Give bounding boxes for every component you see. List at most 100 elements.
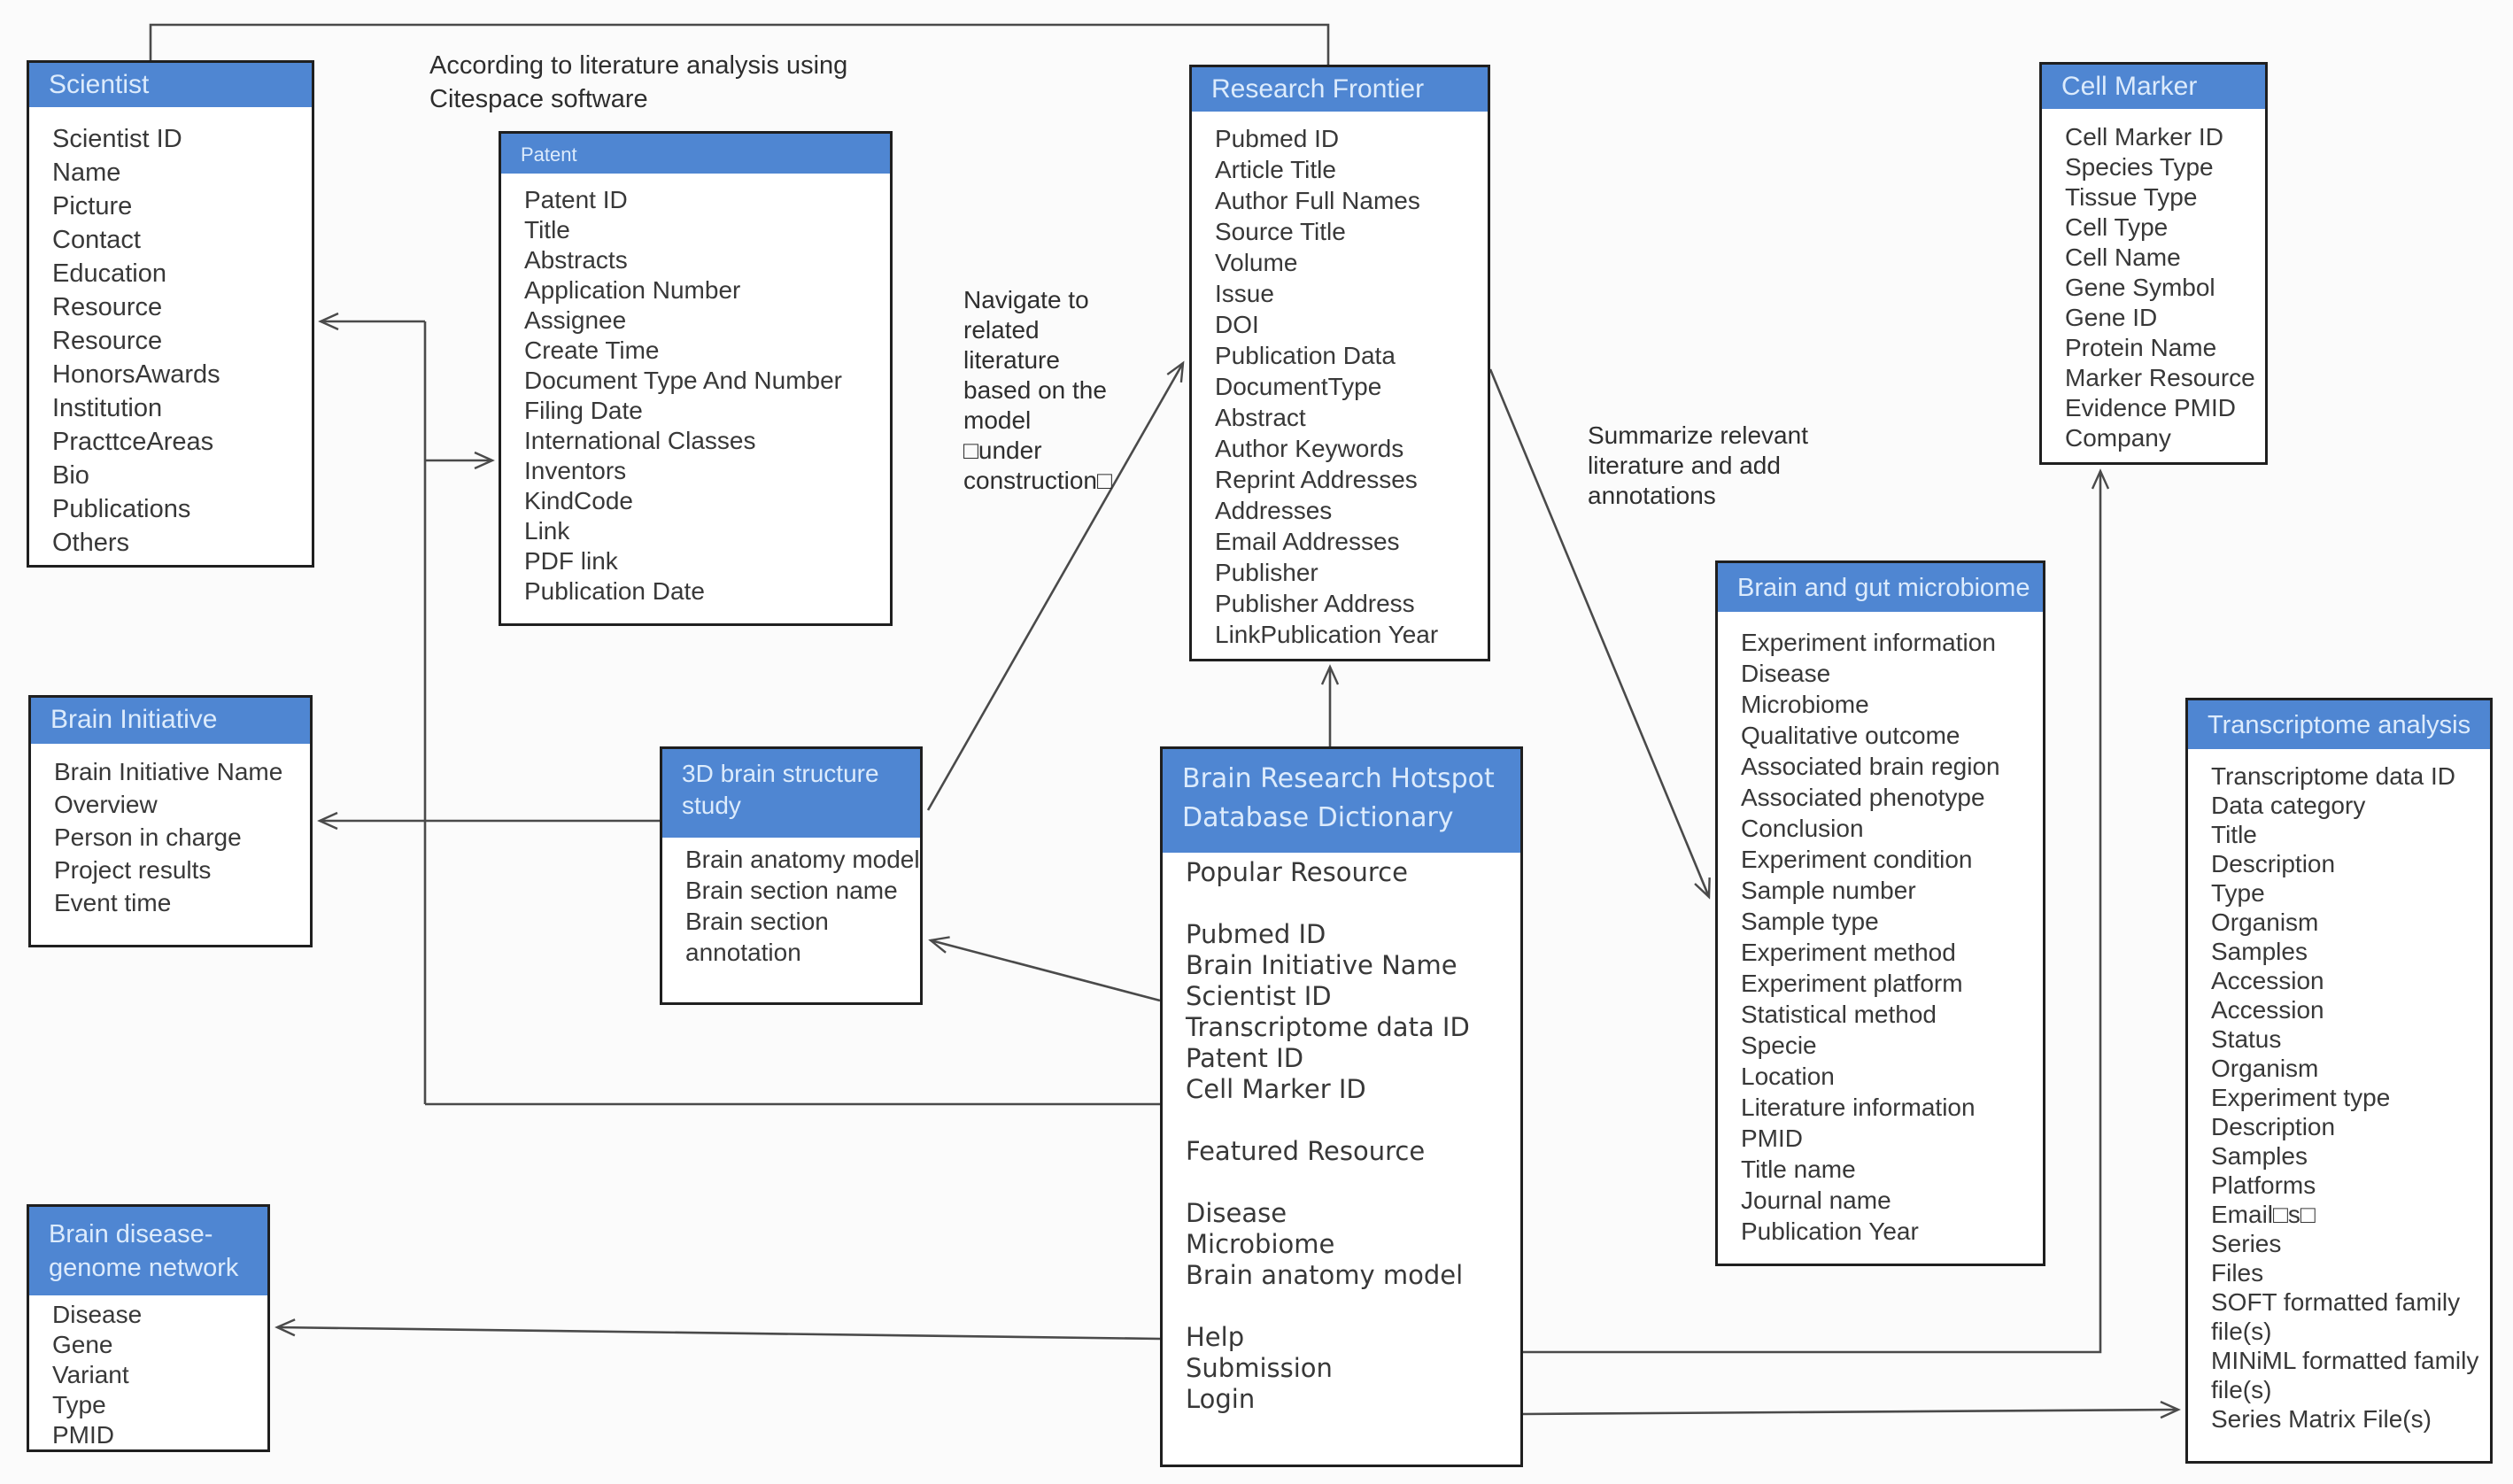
field: Education [52, 259, 166, 288]
field: Brain anatomy model [1186, 1260, 1464, 1290]
field: Platforms [2211, 1171, 2316, 1199]
field: Gene Symbol [2065, 274, 2215, 301]
annotation-line: □under [963, 437, 1042, 464]
field: HonorsAwards [52, 360, 220, 389]
field: Create Time [524, 336, 660, 364]
field: Name [52, 158, 121, 187]
entity-dictionary-header: Brain Research Hotspot Database Dictiona… [1163, 749, 1520, 853]
field: Person in charge [54, 823, 242, 851]
field: KindCode [524, 487, 633, 514]
field: International Classes [524, 427, 756, 454]
field: Qualitative outcome [1741, 722, 1960, 749]
field: Contact [52, 226, 141, 254]
field: Pubmed ID [1215, 125, 1340, 152]
entity-scientist-title: Scientist [49, 70, 150, 99]
field: Cell Marker ID [2065, 123, 2223, 151]
link-dictionary-to-brain3d [928, 936, 1161, 1002]
field: Statistical method [1741, 1001, 1937, 1028]
annotation-line: literature and add [1588, 452, 1781, 479]
link-brain3d-to-researchfrontier [926, 360, 1185, 811]
field: Brain section name [685, 877, 898, 904]
entity-brain-gut-microbiome-header: Brain and gut microbiome [1718, 563, 2043, 612]
field: Company [2065, 424, 2171, 452]
field: DocumentType [1215, 373, 1382, 400]
entity-scientist-header: Scientist [29, 63, 312, 107]
entity-transcriptome-analysis: Transcriptome analysis Transcriptome dat… [2185, 698, 2493, 1464]
field: PDF link [524, 547, 618, 575]
entity-3d-brain-structure-study-title: 3D brain structure study [682, 760, 879, 819]
field: Overview [54, 791, 158, 818]
field: Experiment method [1741, 939, 1956, 966]
field: Inventors [524, 457, 627, 484]
field: Status [2211, 1025, 2282, 1053]
field: Popular Resource [1186, 857, 1408, 887]
annotation-line: construction□ [963, 467, 1112, 494]
field: Organism [2211, 908, 2319, 936]
field: Application Number [524, 276, 741, 304]
field: Experiment platform [1741, 970, 1963, 997]
field: Project results [54, 856, 212, 884]
field: Scientist ID [52, 125, 182, 153]
field: Issue [1215, 280, 1274, 307]
field: Link [524, 517, 570, 545]
field [1186, 1291, 1520, 1322]
field: Samples [2211, 938, 2308, 965]
field: Cell Type [2065, 213, 2169, 241]
link-dictionary-to-transcriptome [1522, 1401, 2181, 1419]
field: Document Type And Number [524, 367, 843, 394]
field: Source Title [1215, 218, 1346, 245]
field: Location [1741, 1063, 1835, 1090]
field: Abstract [1215, 404, 1306, 431]
entity-brain-gut-microbiome-title: Brain and gut microbiome [1737, 574, 2030, 602]
field: Description [2211, 850, 2336, 877]
field: Transcriptome data ID [2211, 762, 2455, 790]
entity-3d-brain-structure-study: 3D brain structure study Brain anatomy m… [660, 746, 923, 1005]
field: Bio [52, 461, 89, 490]
field: Files [2211, 1259, 2264, 1287]
field: Type [2211, 879, 2265, 907]
field: Species Type [2065, 153, 2214, 181]
field: Volume [1215, 249, 1298, 276]
field: Publication Date [524, 577, 705, 605]
field: Featured Resource [1186, 1136, 1426, 1166]
entity-cell-marker-header: Cell Marker [2042, 65, 2265, 109]
field [1186, 1105, 1520, 1136]
entity-research-frontier-title: Research Frontier [1211, 74, 1425, 104]
entity-transcriptome-analysis-title: Transcriptome analysis [2208, 711, 2471, 739]
annotation-line: According to literature analysis using [429, 51, 848, 80]
field: Title [2211, 821, 2257, 848]
field: Patent ID [1186, 1043, 1304, 1073]
entity-transcriptome-analysis-header: Transcriptome analysis [2188, 700, 2490, 749]
field: Publications [52, 495, 191, 523]
entity-brain-initiative-header: Brain Initiative [31, 698, 310, 744]
field: PMID [52, 1421, 114, 1449]
field: Email□s□ [2211, 1201, 2316, 1228]
field: Brain Initiative Name [54, 758, 283, 785]
field: Literature information [1741, 1094, 1976, 1121]
field: Disease [1741, 660, 1831, 687]
field: Description [2211, 1113, 2336, 1140]
field: Variant [52, 1361, 129, 1388]
field: Series [2211, 1230, 2282, 1257]
entity-patent-header: Patent [501, 134, 890, 174]
field: Publisher Address [1215, 590, 1415, 617]
entity-brain-disease-genome-network-header: Brain disease-genome network [29, 1207, 267, 1295]
field: Others [52, 529, 130, 557]
field: DOI [1215, 311, 1259, 338]
field: Resource [52, 327, 163, 355]
annotation-line: annotations [1588, 482, 1716, 509]
field: Tissue Type [2065, 183, 2198, 211]
